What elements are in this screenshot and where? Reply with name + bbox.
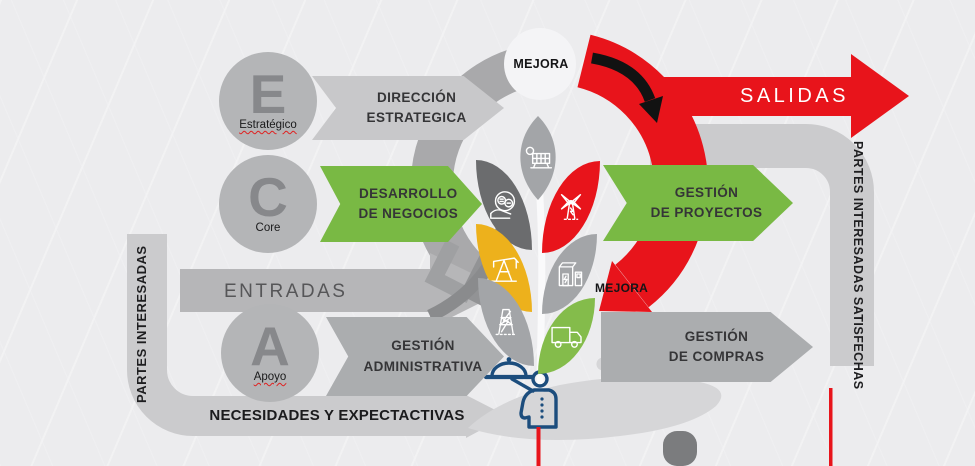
level-circle-strategic: E Estratégico — [219, 52, 317, 150]
solar-panel-icon — [522, 142, 554, 174]
purchasing-management-arrow: GESTIÓN DE COMPRAS — [601, 312, 813, 382]
level-label: Estratégico — [239, 118, 297, 131]
windmill-icon — [560, 194, 582, 220]
outputs-arrow — [640, 54, 909, 138]
inputs-bar — [180, 269, 432, 312]
project-management-label: GESTIÓN DE PROYECTOS — [650, 184, 763, 220]
red-line-right — [829, 388, 833, 466]
satisfied-stakeholders-path — [650, 124, 874, 366]
level-letter: E — [249, 63, 287, 126]
improvement-badge — [504, 28, 576, 100]
cycle-chevron-icon — [424, 239, 474, 303]
improvement-label-top: MEJORA — [513, 57, 569, 71]
stakeholders-needs-path — [127, 234, 468, 436]
strategic-direction-arrow: DIRECCIÓN ESTRATEGICA — [312, 76, 504, 140]
inputs-label: ENTRADAS — [224, 281, 348, 302]
cycle-ring-red — [576, 34, 709, 308]
level-label: Apoyo — [253, 370, 287, 383]
business-development-label: DESARROLLO DE NEGOCIOS — [358, 185, 459, 221]
purchasing-management-label: GESTIÓN DE COMPRAS — [668, 328, 765, 364]
improvement-arrow-icon — [590, 52, 663, 123]
cycle-ring-red-tail — [599, 261, 652, 312]
pebble-shape — [663, 431, 697, 466]
delivery-truck-icon — [550, 326, 582, 348]
administrative-management-label: GESTIÓN ADMINISTRATIVA — [363, 338, 483, 374]
oil-pump-icon — [491, 257, 519, 282]
stakeholders-left-label: PARTES INTERESADAS — [134, 245, 149, 403]
level-letter: C — [248, 166, 288, 229]
power-tower-icon — [495, 308, 517, 336]
administrative-management-arrow: GESTIÓN ADMINISTRATIVA — [326, 317, 504, 396]
hand-coins-icon — [490, 191, 516, 219]
red-line-center — [536, 427, 541, 466]
charging-station-icon — [558, 262, 582, 287]
stakeholders-right-label: PARTES INTERESADAS SATISFECHAS — [851, 140, 865, 390]
level-letter: A — [250, 315, 290, 378]
level-circle-support: A Apoyo — [221, 304, 319, 402]
level-circle-core: C Core — [219, 155, 317, 253]
needs-expectations-label: NECESIDADES Y EXPECTACTIVAS — [209, 407, 465, 424]
improvement-label-right: MEJORA — [595, 281, 649, 295]
waiter-cloche-icon — [483, 357, 558, 429]
project-management-arrow: GESTIÓN DE PROYECTOS — [603, 165, 793, 241]
outputs-label: SALIDAS — [740, 85, 849, 107]
strategic-direction-label: DIRECCIÓN ESTRATEGICA — [366, 89, 467, 125]
level-label: Core — [255, 221, 281, 234]
business-development-arrow: DESARROLLO DE NEGOCIOS — [320, 166, 482, 242]
